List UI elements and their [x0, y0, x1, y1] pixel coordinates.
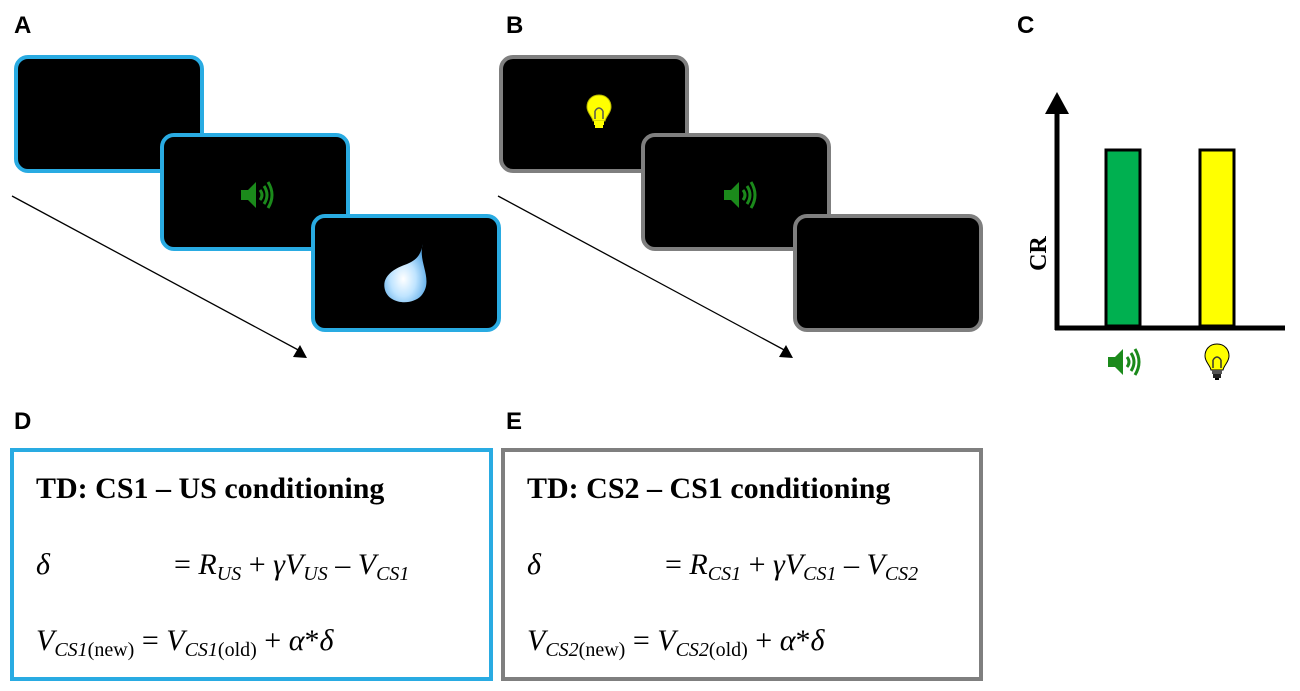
time-arrow-a [11, 195, 303, 353]
delta-equation: δ = RCS1 + γVCS1 – VCS2 [527, 548, 918, 585]
lightbulb-icon [586, 94, 612, 128]
bar-lightbulb [1198, 148, 1236, 328]
td-cs2-cs1-box: TD: CS2 – CS1 conditioning δ = RCS1 + γV… [501, 448, 983, 681]
panel-label-b: B [506, 12, 524, 39]
speaker-icon [724, 181, 757, 209]
delta-symbol: δ [527, 548, 541, 581]
x-tick-lightbulb-icon [1204, 343, 1230, 380]
delta-equation: δ = RUS + γVUS – VCS1 [36, 548, 409, 585]
box-title: TD: CS1 – US conditioning [36, 472, 385, 505]
screen-b3-empty [793, 214, 983, 332]
time-arrow-b-head [779, 345, 793, 358]
water-drop-icon [384, 244, 427, 303]
panel-label-a: A [14, 12, 32, 39]
screen-a1 [14, 55, 204, 173]
delta-symbol: δ [36, 548, 50, 581]
box-title: TD: CS2 – CS1 conditioning [527, 472, 891, 505]
value-update-equation: VCS1(new) = VCS1(old) + α*δ [36, 624, 334, 661]
td-cs1-us-box: TD: CS1 – US conditioning δ = RUS + γVUS… [10, 448, 493, 681]
value-update-equation: VCS2(new) = VCS2(old) + α*δ [527, 624, 825, 661]
screen-a3-reward [311, 214, 501, 332]
time-arrow-b [497, 195, 789, 353]
x-tick-speaker-icon [1108, 348, 1141, 376]
y-axis-label: CR [1025, 236, 1052, 271]
panel-label-d: D [14, 408, 32, 435]
delta-rhs: = RUS + γVUS – VCS1 [174, 548, 410, 585]
screen-b2-tone [641, 133, 831, 251]
time-arrow-a-head [293, 345, 307, 358]
panel-label-e: E [506, 408, 523, 435]
speaker-icon [241, 181, 274, 209]
delta-rhs: = RCS1 + γVCS1 – VCS2 [665, 548, 919, 585]
bar-speaker [1104, 148, 1142, 328]
y-axis-arrowhead [1045, 92, 1069, 114]
panel-label-c: C [1017, 12, 1035, 39]
